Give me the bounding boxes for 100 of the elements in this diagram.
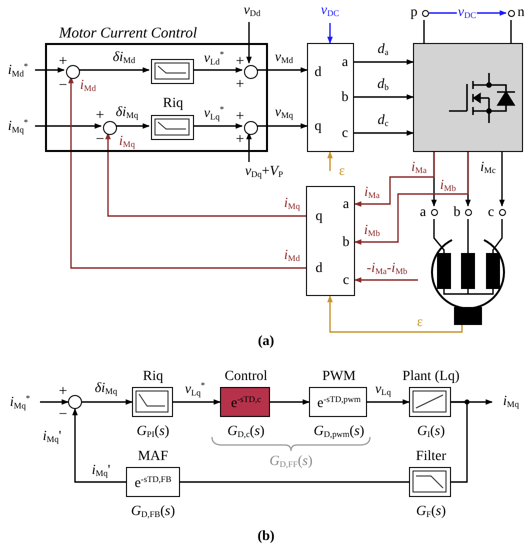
transfer-function-label: e$^{-sTD,pwm}$ <box>317 394 361 412</box>
arrow <box>82 399 133 405</box>
signal-label: G$_{D,FF}$(s) <box>270 455 312 469</box>
port-label: b <box>342 91 348 105</box>
terminal <box>417 206 438 219</box>
signal-label: i$_{Ma}$ <box>410 161 428 175</box>
arrow <box>115 123 150 129</box>
terminal <box>485 206 506 219</box>
port-label: d <box>316 262 322 276</box>
connector-line <box>510 20 512 43</box>
sign-label: + <box>96 108 104 124</box>
arrow <box>256 67 308 73</box>
arrow <box>173 399 221 405</box>
arrow <box>246 132 252 162</box>
connector-line <box>467 219 469 230</box>
arrow <box>246 22 252 64</box>
arrow <box>192 67 243 73</box>
arrow <box>354 152 469 245</box>
arrow <box>40 399 69 405</box>
sign-label: + <box>236 54 244 70</box>
arrow <box>35 67 65 73</box>
arrow <box>270 399 310 405</box>
block-title: MAF <box>138 450 168 464</box>
sign-label: + <box>236 132 244 148</box>
terminal-label: b <box>454 206 460 220</box>
terminal-label: p <box>410 6 418 20</box>
arrow <box>256 123 308 129</box>
terminal-label: a <box>420 206 426 220</box>
arrow <box>68 76 306 269</box>
block-title: Riq <box>142 370 164 384</box>
transfer-function-label: G$_{I}$(s) <box>417 425 445 439</box>
transfer-function-label: G$_{D,c}$(s) <box>227 425 265 439</box>
terminal <box>451 206 472 219</box>
arrow <box>354 152 435 207</box>
transfer-function-label: G$_{PI}$(s) <box>136 425 170 439</box>
signal-label: i$_{Mq}$' <box>42 430 62 444</box>
transfer-function-label: G$_{D,FB}$(s) <box>131 505 175 519</box>
block-title: Control <box>224 370 268 384</box>
signal-label: d$_{c}$ <box>376 114 390 128</box>
transfer-function-label: e$^{-sTD,c}$ <box>230 394 262 412</box>
terminal-label: n <box>518 6 524 20</box>
panel-label: (b) <box>257 530 275 544</box>
sign-label: + <box>236 110 244 124</box>
connector-line <box>433 219 435 230</box>
arrow <box>354 130 414 136</box>
signal-label: i$_{Mc}$ <box>479 161 497 175</box>
sign-label: − <box>58 78 68 94</box>
port-label: d <box>314 66 322 80</box>
transfer-function-label: G$_{F}$(s) <box>416 505 446 519</box>
transfer-function-label: G$_{D,pwm}$(s) <box>314 425 364 439</box>
port-label: q <box>316 210 322 224</box>
port-label: c <box>342 274 350 288</box>
port-label: q <box>314 120 322 134</box>
port-label: c <box>342 127 348 141</box>
block-title: PWM <box>322 370 356 384</box>
group-title: Motor Current Control <box>58 26 198 42</box>
arrow <box>327 295 463 333</box>
arrow <box>78 67 150 73</box>
signal-label: i$_{Mb}$ <box>439 179 457 193</box>
signal-label: d$_{b}$ <box>376 78 390 92</box>
signal-label: i$_{Mq}$ <box>119 135 135 149</box>
block-title: Filter <box>416 450 446 464</box>
port-label: b <box>342 236 350 250</box>
signal-label: δi$_{Mq}$ <box>94 382 118 396</box>
arrow <box>327 151 333 171</box>
signal-label: i$_{Ma}$ <box>363 186 381 200</box>
signal-label: i$_{Mq}$ <box>283 197 301 211</box>
terminal-label: c <box>488 206 494 220</box>
connector-line <box>423 20 425 43</box>
signal-label: i$_{Mq}$ <box>502 395 520 409</box>
transform-block <box>306 186 355 296</box>
block-title: Plant (Lq) <box>402 370 460 384</box>
signal-label: v$_{Dq}$+V$_{P}$ <box>244 165 284 179</box>
sign-label: + <box>58 54 68 70</box>
arrow <box>354 277 418 283</box>
arrow <box>105 132 306 217</box>
arrow <box>35 123 102 129</box>
connector-line <box>501 219 503 230</box>
sign-label: + <box>236 78 244 92</box>
signal-label: i$_{Mq}$' <box>90 464 112 478</box>
arrow <box>72 408 126 483</box>
signal-label: i$_{Mb}$ <box>363 224 381 238</box>
transform-block <box>307 43 354 152</box>
signal-label: -i$_{Ma}$-i$_{Mb}$ <box>366 262 408 276</box>
arrow <box>327 23 333 44</box>
arrow <box>354 59 414 65</box>
signal-label: i$_{Md}$ <box>283 249 301 263</box>
signal-label: δi$_{Md}$ <box>112 51 136 65</box>
block-title: Riq <box>162 97 184 111</box>
connector-line <box>180 481 409 483</box>
signal-label: i$_{Md}$ <box>80 79 96 93</box>
sign-label: + <box>58 384 68 400</box>
port-label: a <box>342 56 348 70</box>
connector-line <box>451 401 468 483</box>
arrow <box>499 152 505 207</box>
terminal <box>408 6 429 20</box>
arrow <box>429 10 507 16</box>
panel-label: (a) <box>258 335 274 349</box>
transfer-function-label: e$^{-sTD,FB}$ <box>134 474 172 492</box>
arrow <box>367 399 410 405</box>
